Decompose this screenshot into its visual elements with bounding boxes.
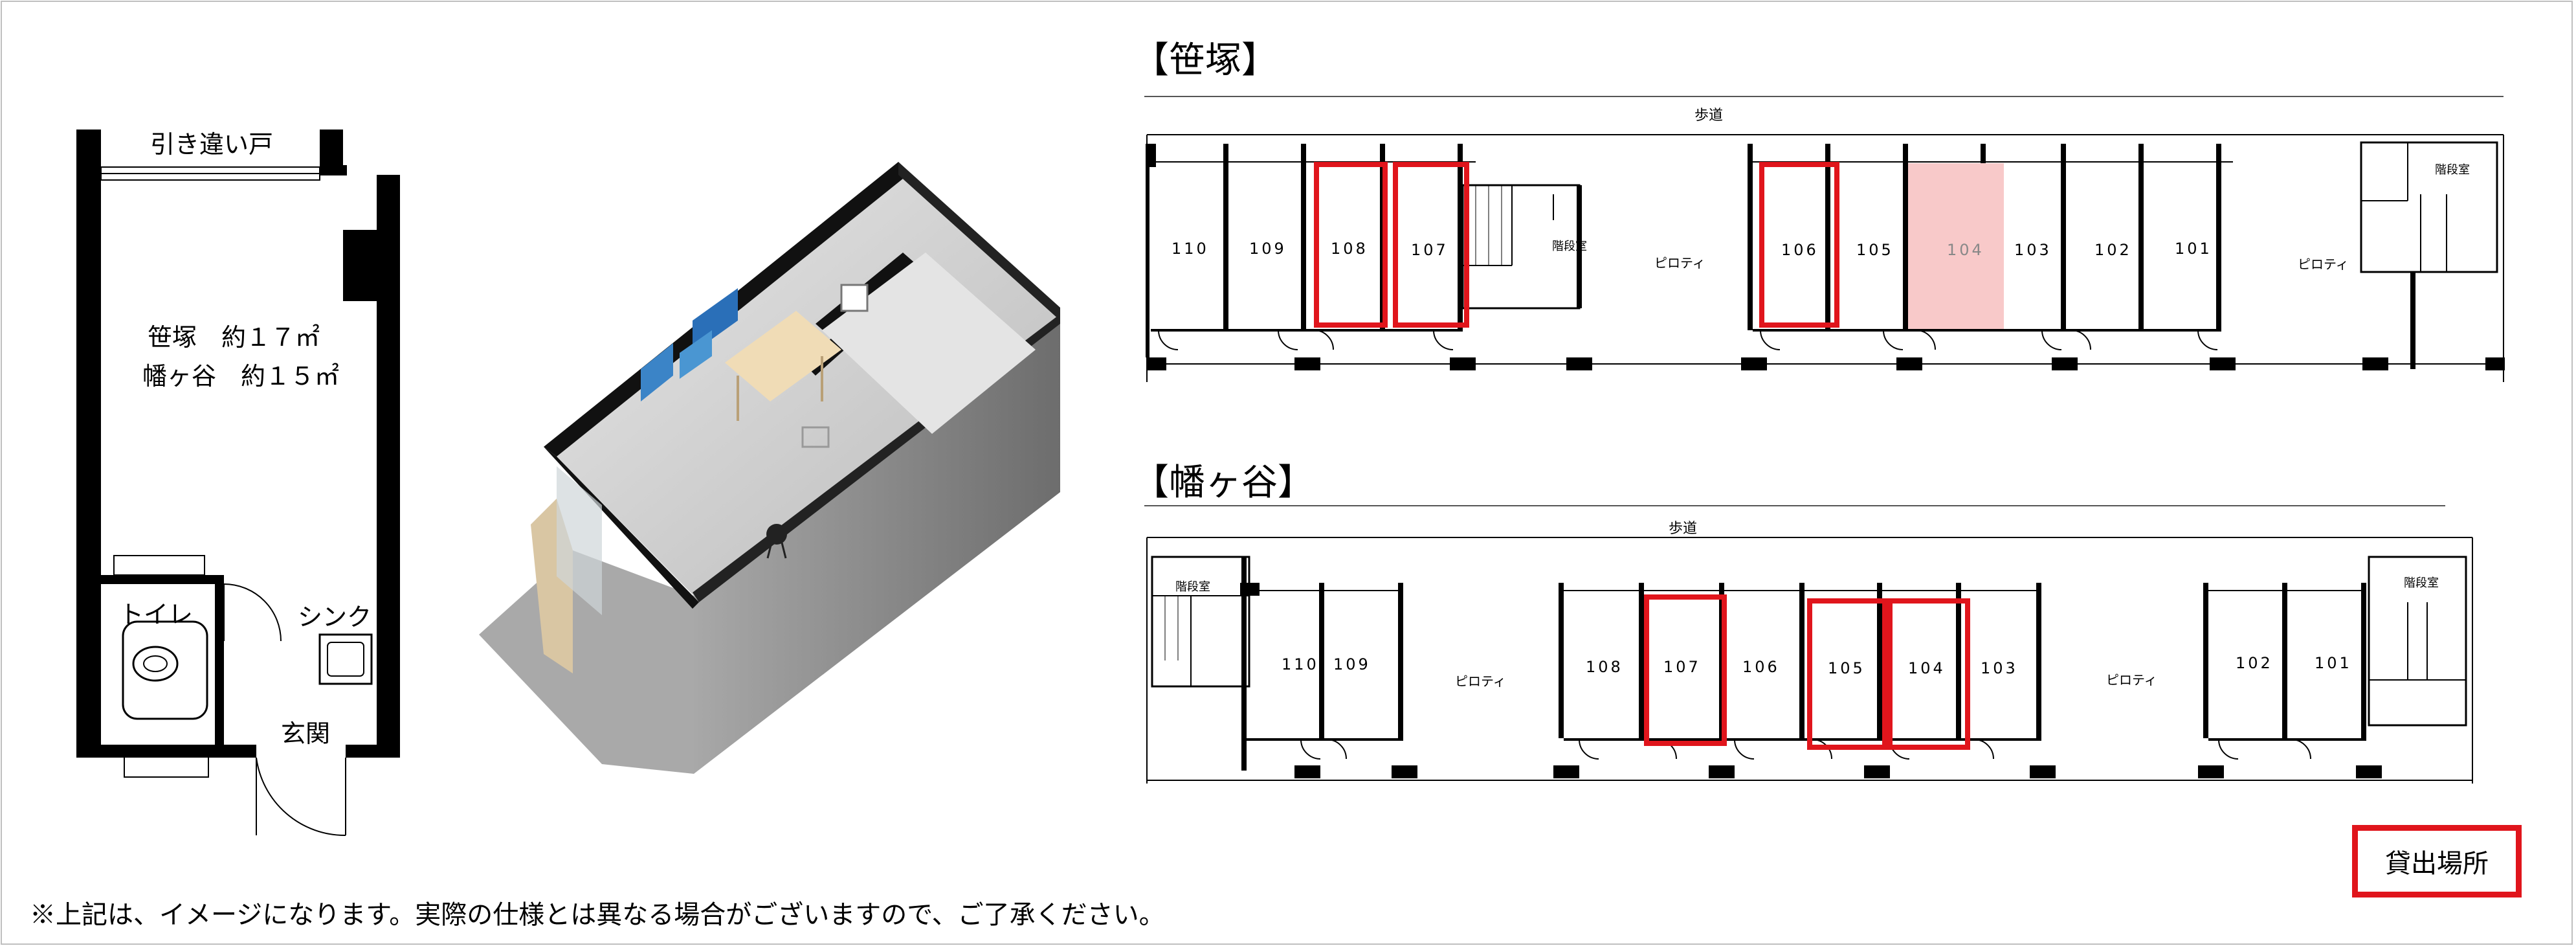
entrance-label: 玄関 xyxy=(281,719,331,748)
sasazuka-piloti-label-2: ピロティ xyxy=(2298,256,2349,272)
hatagaya-site-plan xyxy=(1146,537,2473,784)
hatagaya-section-title: 【幡ヶ谷】 xyxy=(1133,462,1314,504)
unit-highlight-107 xyxy=(1644,594,1727,746)
unit-label: 110 xyxy=(1171,240,1209,258)
rental-location-legend: 貸出場所 xyxy=(2352,825,2522,897)
hatagaya-title-rule xyxy=(1144,505,2445,506)
unit-label: 104 xyxy=(1908,659,1946,677)
sasazuka-walkway-label: 歩道 xyxy=(1694,107,1724,124)
unit-highlight-106 xyxy=(1759,162,1839,328)
unit-label: 102 xyxy=(2094,241,2132,259)
unit-label: 108 xyxy=(1331,240,1368,258)
unit-highlight-108 xyxy=(1314,162,1388,328)
toilet-label: トイレ xyxy=(119,600,194,629)
unit-label: 101 xyxy=(2175,240,2212,258)
hatagaya-stair-label-1: 階段室 xyxy=(1175,580,1210,594)
sasazuka-stair-label-2: 階段室 xyxy=(2435,163,2470,177)
hatagaya-piloti-label-1: ピロティ xyxy=(1455,673,1506,689)
sasazuka-stair-label-1: 階段室 xyxy=(1552,240,1587,253)
unit-label: 110 xyxy=(1282,655,1319,673)
floor-plan-drawing xyxy=(76,130,400,837)
unit-label: 107 xyxy=(1411,241,1449,259)
unit-label: 106 xyxy=(1742,658,1780,676)
unit-label: 105 xyxy=(1828,659,1865,677)
unit-label: 109 xyxy=(1249,240,1287,258)
room-3d-render xyxy=(479,162,1060,774)
sasazuka-title-rule xyxy=(1144,96,2504,97)
unit-highlight-107 xyxy=(1393,162,1469,328)
unit-label: 108 xyxy=(1586,658,1623,676)
unit-label: 101 xyxy=(2315,654,2352,672)
unit-label: 103 xyxy=(1981,659,2018,677)
sasazuka-section-title: 【笹塚】 xyxy=(1133,40,1278,82)
unit-highlight-105 xyxy=(1807,598,1887,750)
unit-label: 102 xyxy=(2236,654,2273,672)
unit-label: 103 xyxy=(2014,241,2052,259)
legend-label: 貸出場所 xyxy=(2385,849,2489,879)
unit-label: 107 xyxy=(1663,658,1701,676)
unit-label: 104 xyxy=(1947,241,1984,259)
sink-label: シンク xyxy=(298,603,372,631)
unit-label: 105 xyxy=(1856,241,1894,259)
area-label-sasazuka: 笹塚 約１７㎡ xyxy=(148,323,320,352)
unit-floor-plan: 引き違い戸 笹塚 約１７㎡ 幡ヶ谷 約１５㎡ トイレ シンク 玄関 xyxy=(0,0,427,861)
hatagaya-walkway-label: 歩道 xyxy=(1669,521,1698,537)
unit-shaded-104 xyxy=(1908,163,2004,329)
area-label-hatagaya: 幡ヶ谷 約１５㎡ xyxy=(142,362,340,390)
unit-label: 106 xyxy=(1781,241,1819,259)
sliding-door-label: 引き違い戸 xyxy=(150,130,274,159)
hatagaya-piloti-label-2: ピロティ xyxy=(2106,672,2157,688)
disclaimer-note: ※上記は、イメージになります。実際の仕様とは異なる場合がございますので、ご了承く… xyxy=(30,900,1165,930)
unit-label: 109 xyxy=(1333,655,1371,673)
unit-highlight-104 xyxy=(1887,598,1970,750)
hatagaya-stair-label-2: 階段室 xyxy=(2404,576,2439,590)
sasazuka-piloti-label-1: ピロティ xyxy=(1654,255,1705,271)
